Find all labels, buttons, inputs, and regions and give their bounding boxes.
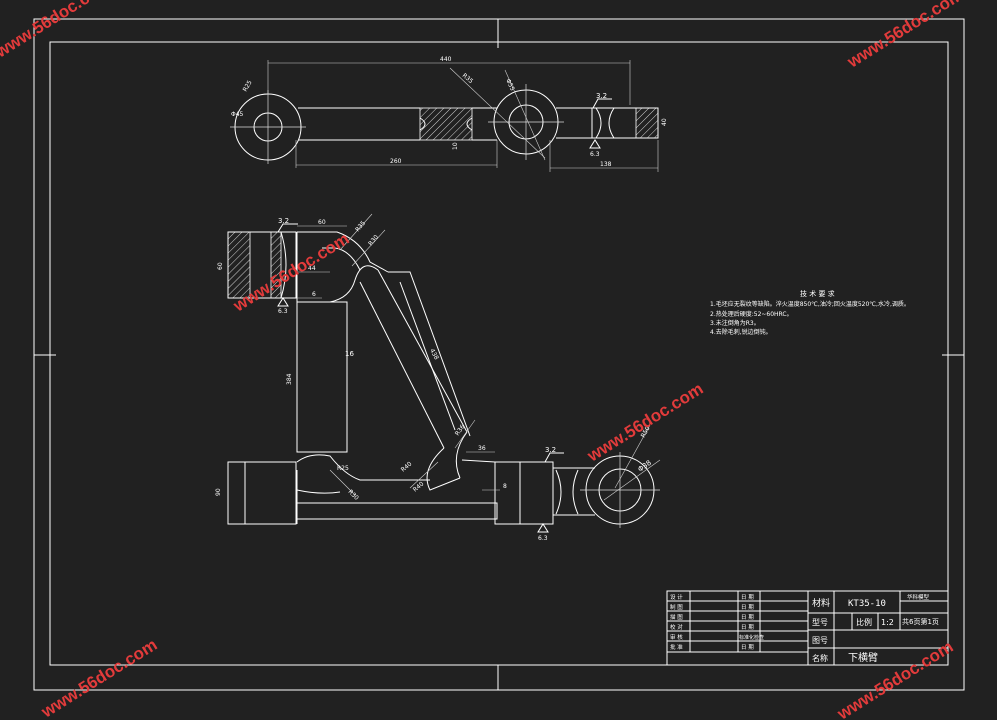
outer-frame bbox=[33, 18, 965, 691]
watermark-bottom-right: www.56doc.com bbox=[833, 637, 956, 720]
tb-left-4: 校 对 bbox=[670, 623, 683, 631]
bottom-arm bbox=[296, 502, 498, 520]
tb-part-label: 型号 bbox=[812, 618, 828, 627]
dim-60-b: 60 bbox=[217, 262, 224, 270]
tb-sheet-count: 共6页第1页 bbox=[902, 617, 939, 626]
tb-drawing-no-label: 图号 bbox=[812, 636, 828, 645]
tech-line-1: 1.毛坯应无裂纹等缺陷。淬火温度850℃,油冷;回火温度520℃,水冷,调质。 bbox=[710, 300, 910, 308]
tb-unit: 华科模型 bbox=[907, 593, 930, 601]
dim-r35-top: R35 bbox=[461, 72, 475, 85]
dim-384: 384 bbox=[286, 373, 293, 385]
tech-line-3: 3.未注倒角为R3。 bbox=[710, 319, 760, 327]
dim-phi55: Φ55 bbox=[504, 78, 516, 92]
dim-260: 260 bbox=[390, 158, 402, 165]
dim-r40-b: R40 bbox=[412, 480, 426, 493]
main-view: 60 R35 R30 60 44 6 16 384 438 36 R40 R25… bbox=[215, 213, 661, 542]
centering-marks bbox=[34, 19, 964, 690]
tb-material-label: 材料 bbox=[812, 597, 830, 609]
dim-440: 440 bbox=[440, 56, 452, 63]
dim-90: 90 bbox=[215, 488, 222, 496]
dim-438: 438 bbox=[428, 348, 440, 362]
dim-138: 138 bbox=[600, 161, 612, 168]
tb-left-1: 设 计 bbox=[670, 593, 683, 601]
tb-mid-4: 日 期 bbox=[741, 624, 754, 631]
dim-8: 8 bbox=[503, 483, 507, 490]
tech-title: 技 术 要 求 bbox=[800, 289, 835, 298]
lower-boss bbox=[227, 461, 297, 525]
tb-mid-2: 日 期 bbox=[741, 604, 754, 611]
inner-frame bbox=[49, 41, 949, 666]
dim-r25-main: R25 bbox=[337, 465, 349, 472]
technical-requirements: 技 术 要 求 1.毛坯应无裂纹等缺陷。淬火温度850℃,油冷;回火温度520℃… bbox=[710, 289, 910, 336]
dim-phi38: Φ38 bbox=[637, 459, 653, 474]
tb-scale: 1:2 bbox=[881, 618, 894, 627]
dim-44: 44 bbox=[308, 265, 316, 272]
roughness-63-top: 6.3 bbox=[590, 151, 600, 158]
tb-mid-1: 日 期 bbox=[741, 594, 754, 601]
tb-left-2: 制 图 bbox=[670, 603, 683, 611]
vertical-arm bbox=[296, 301, 348, 453]
watermark-bottom-left: www.56doc.com bbox=[37, 635, 160, 720]
watermark-center: www.56doc.com bbox=[583, 379, 706, 466]
tb-scale-label: 比例 bbox=[856, 617, 872, 627]
tb-left-3: 描 图 bbox=[670, 613, 683, 621]
roughness-32-top: 3.2 bbox=[596, 92, 607, 100]
tb-material: KT35-10 bbox=[848, 599, 886, 609]
dim-r25-top: R25 bbox=[242, 79, 254, 93]
dim-r40-a: R40 bbox=[400, 460, 414, 473]
roughness-32-b: 3.2 bbox=[545, 446, 556, 454]
diagonal-arm-inner bbox=[377, 269, 468, 433]
roughness-32-a: 3.2 bbox=[278, 217, 289, 225]
roughness-63-a: 6.3 bbox=[278, 308, 288, 315]
tb-mid-6: 日 期 bbox=[741, 644, 754, 651]
dim-r30-a: R30 bbox=[367, 234, 380, 248]
dim-60-a: 60 bbox=[318, 219, 326, 226]
watermark-top-left: www.56doc.com bbox=[0, 0, 115, 62]
tb-part-name: 下横臂 bbox=[848, 651, 878, 664]
tb-left-5: 审 核 bbox=[670, 633, 683, 641]
dim-16: 16 bbox=[345, 350, 354, 358]
tb-name-label: 名称 bbox=[812, 653, 828, 663]
dim-phi45: Φ45 bbox=[231, 111, 244, 118]
tb-mid-3: 日 期 bbox=[741, 614, 754, 621]
roughness-63-b: 6.3 bbox=[538, 535, 548, 542]
tech-line-4: 4.去除毛刺,锐边倒钝。 bbox=[710, 328, 772, 336]
top-view: 440 R35 Φ55 Φ45 R25 260 10 138 40 3.2 6.… bbox=[230, 56, 668, 172]
dim-r30-b: R30 bbox=[347, 488, 360, 501]
tb-mid-5: 标准化检查 bbox=[739, 634, 764, 641]
section-hatch-1 bbox=[419, 107, 473, 141]
tech-line-2: 2.热处理后硬度:52~60HRC。 bbox=[710, 310, 793, 318]
dim-36: 36 bbox=[478, 445, 486, 452]
tb-left-6: 批 准 bbox=[670, 643, 683, 651]
dim-40-top: 40 bbox=[661, 118, 668, 126]
dim-10-top: 10 bbox=[452, 142, 459, 150]
dim-6: 6 bbox=[312, 291, 316, 298]
title-block: 设 计 制 图 描 图 校 对 审 核 批 准 日 期 日 期 日 期 日 期 … bbox=[666, 590, 949, 666]
